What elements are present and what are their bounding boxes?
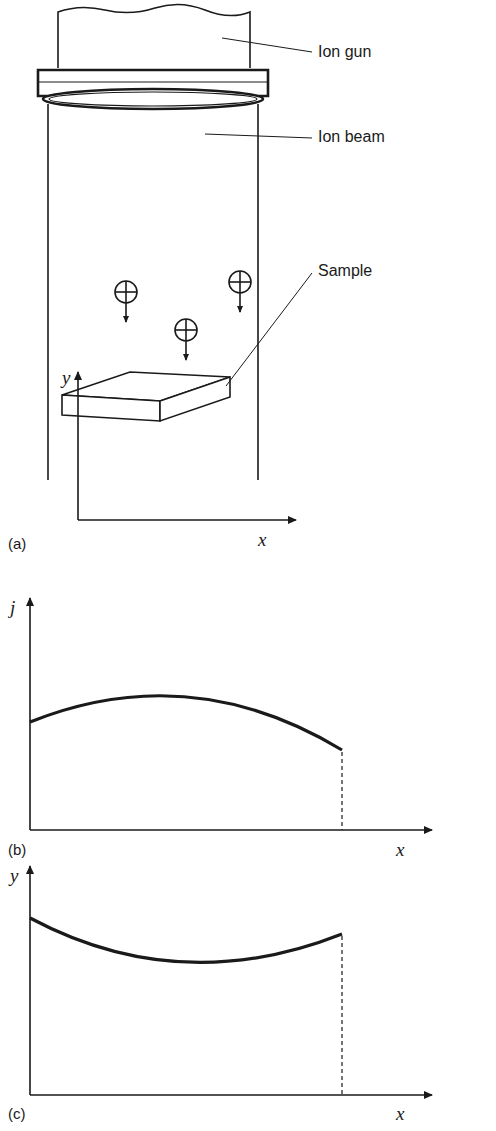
leader-line	[205, 134, 312, 138]
ion	[229, 271, 251, 312]
axis-label: j	[10, 598, 15, 619]
axis-label: y	[62, 368, 70, 389]
ion	[115, 281, 137, 322]
beam-edge	[47, 104, 49, 480]
axis-label: x	[396, 840, 404, 861]
y-axis	[29, 866, 31, 1095]
axis-label: x	[258, 530, 266, 551]
part-name: Ion beam	[318, 128, 385, 146]
ion-gun-aperture	[43, 89, 263, 109]
leader-line	[226, 273, 312, 386]
edge-marker	[341, 936, 342, 1095]
y-axis	[29, 598, 31, 830]
y-axis	[77, 372, 79, 520]
x-axis	[30, 1094, 432, 1096]
edge-marker	[341, 752, 342, 830]
part-name: Ion gun	[318, 43, 371, 61]
axis-label: y	[10, 866, 18, 887]
beam-edge	[257, 104, 259, 480]
panel-label: (b)	[8, 842, 26, 859]
x-axis	[78, 519, 296, 521]
surface-profile-curve	[30, 918, 342, 962]
sample-block	[62, 372, 230, 421]
ion	[175, 319, 197, 360]
ion-gun-body	[58, 4, 250, 68]
axis-label: x	[396, 1104, 404, 1125]
part-name: Sample	[318, 262, 372, 280]
panel-label: (c)	[8, 1106, 26, 1123]
panel-label: (a)	[8, 536, 26, 553]
leader-line	[222, 38, 312, 52]
x-axis	[30, 829, 432, 831]
current-density-curve	[30, 696, 342, 750]
